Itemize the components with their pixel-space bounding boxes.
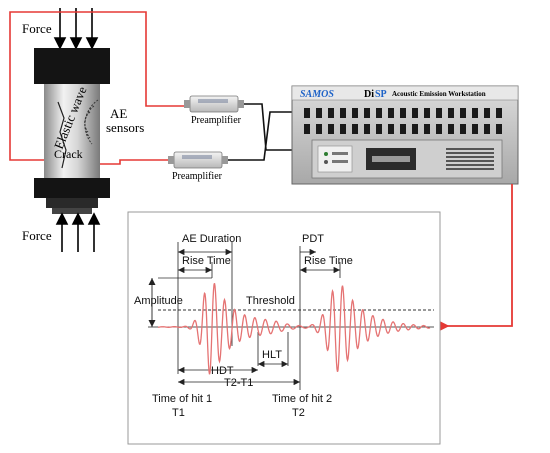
force-arrows-top (53, 8, 99, 50)
bottom-platen (34, 178, 110, 198)
rise-time-2-label: Rise Time (304, 255, 353, 267)
ae-duration-label: AE Duration (182, 233, 241, 245)
t1-label: T1 (172, 407, 185, 419)
output-arrow (431, 184, 513, 335)
preamp-cables (228, 103, 292, 161)
rise-time-1-label: Rise Time (182, 255, 231, 267)
elastic-wave-arcs (84, 99, 99, 145)
force-arrows-bottom (55, 212, 101, 252)
side-grille (446, 148, 494, 170)
workstation-model-prefix: Di (364, 89, 374, 100)
amplitude-label: Amplitude (134, 295, 183, 307)
workstation-model-highlight: SP (375, 89, 387, 100)
specimen-assembly: Force Elastic wave Crack AE sensors Forc… (22, 8, 144, 252)
ae-waveform (158, 282, 431, 375)
ae-workstation: SAMOS Di SP Acoustic Emission Workstatio… (291, 85, 519, 185)
crack-line (57, 101, 67, 169)
preamplifier-2: Preamplifier (168, 151, 228, 182)
ae-label: AE (110, 106, 127, 121)
force-top-label: Force (22, 21, 52, 36)
preamplifier-2-label: Preamplifier (172, 171, 223, 182)
workstation-title: Acoustic Emission Workstation (392, 90, 486, 98)
time-of-hit-1-label: Time of hit 1 (152, 393, 212, 405)
waveform-annotations: Threshold Amplitude AE Duration Rise Tim… (134, 233, 434, 419)
pdt-label: PDT (302, 233, 324, 245)
workstation-vents (304, 108, 502, 134)
signal-cables (9, 11, 186, 165)
crack-label: Crack (54, 147, 83, 161)
time-of-hit-2-label: Time of hit 2 (272, 393, 332, 405)
preamplifier-1-label: Preamplifier (191, 115, 242, 126)
t2-minus-t1-label: T2-T1 (224, 377, 253, 389)
hlt-label: HLT (262, 349, 282, 361)
force-bottom-label: Force (22, 228, 52, 243)
t2-label: T2 (292, 407, 305, 419)
hdt-label: HDT (211, 365, 234, 377)
sensors-label: sensors (106, 120, 144, 135)
preamplifier-1: Preamplifier (184, 95, 244, 126)
workstation-brand: SAMOS (300, 89, 334, 100)
top-platen (34, 48, 110, 84)
specimen-cylinder (44, 84, 100, 178)
threshold-label: Threshold (246, 295, 295, 307)
